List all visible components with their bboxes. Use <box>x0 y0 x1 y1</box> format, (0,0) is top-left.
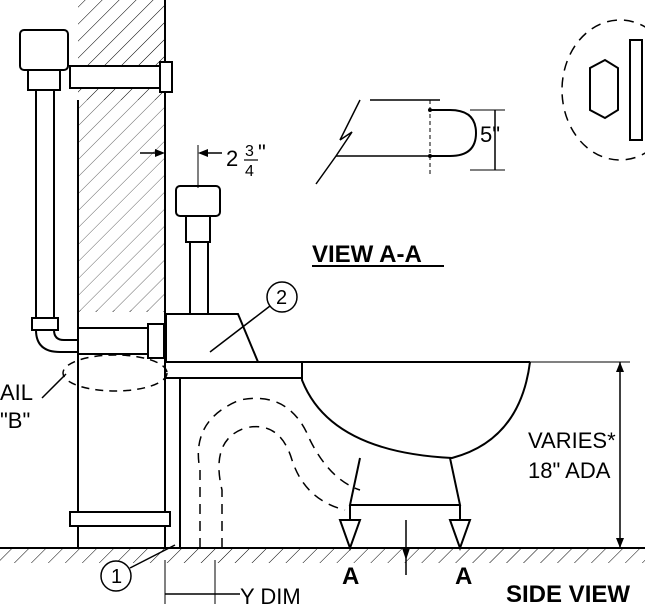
bowl-body <box>179 378 462 548</box>
dim-5-label: 5" <box>480 122 500 147</box>
section-a-right: A <box>455 563 472 590</box>
view-aa-sketch <box>315 99 505 185</box>
wall <box>77 0 166 548</box>
section-arrows <box>338 505 472 575</box>
left-supply-pipe <box>19 29 80 353</box>
detail-b-leader <box>41 373 67 399</box>
dim-frac-num: 3 <box>245 143 254 160</box>
detail-b-label: "B" <box>0 408 30 433</box>
callout-2 <box>209 281 298 353</box>
y-dim-label: Y DIM <box>240 584 301 604</box>
callout-1-number: 1 <box>111 566 122 588</box>
dim-frac-den: 4 <box>245 163 254 180</box>
callout-1 <box>100 544 176 592</box>
lower-horizontal-pipe <box>62 323 168 392</box>
floor <box>0 547 645 563</box>
height-dimension <box>530 361 630 548</box>
dim-two-label: 2 <box>226 146 238 171</box>
rear-housing <box>165 313 260 363</box>
callout-2-number: 2 <box>276 287 287 309</box>
ada-label: 18" ADA <box>528 458 611 483</box>
bowl-rim <box>166 361 531 460</box>
detail-nut-view <box>561 19 645 161</box>
side-view-label: SIDE VIEW <box>506 581 630 604</box>
y-dimension <box>164 560 240 604</box>
section-a-left: A <box>342 563 359 590</box>
view-aa-label: VIEW A-A <box>312 241 422 268</box>
dim-inch-mark: " <box>258 140 266 165</box>
floor-bracket <box>69 511 171 527</box>
varies-label: VARIES* <box>528 428 616 453</box>
offset-dimension <box>140 145 222 188</box>
detail-ail-label: AIL <box>0 380 33 405</box>
upper-horizontal-pipe <box>69 61 173 93</box>
